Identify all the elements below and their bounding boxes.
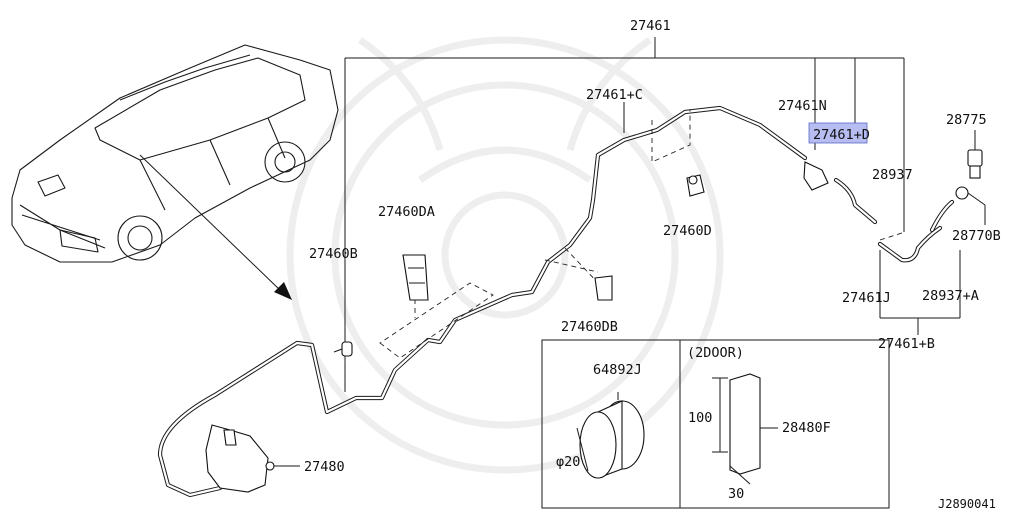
- car-illustration: [11, 44, 339, 263]
- inset-variant-label: (2DOOR): [687, 345, 744, 361]
- dim-diameter: φ20: [556, 454, 580, 470]
- callout-27460db: 27460DB: [561, 319, 618, 335]
- part-27461J-joint: [877, 225, 943, 263]
- callout-highlight: [808, 122, 868, 144]
- part-28770B-grommet: [955, 186, 986, 225]
- callout-28937-a: 28937+A: [922, 288, 979, 304]
- part-27460D-clip: [686, 174, 705, 197]
- callout-27460d: 27460D: [663, 223, 712, 239]
- part-28480F-pad: [712, 373, 778, 485]
- callout-27460da: 27460DA: [378, 204, 435, 220]
- callout-27461n: 27461N: [778, 98, 827, 114]
- part-28775-nozzle: [967, 130, 983, 179]
- callout-27461-c: 27461+C: [586, 87, 643, 103]
- callout-27461-d: 27461+D: [813, 127, 870, 143]
- callout-27461-b: 27461+B: [878, 336, 935, 352]
- callout-28770b: 28770B: [952, 228, 1001, 244]
- callout-28775: 28775: [946, 112, 987, 128]
- bracket-27461B: [879, 250, 961, 335]
- callout-28480f: 28480F: [782, 420, 831, 436]
- part-64892J-disc: [576, 392, 645, 479]
- watermark-emblem: [286, 36, 724, 474]
- washer-hose-route: [157, 105, 808, 498]
- callout-27461j: 27461J: [842, 290, 891, 306]
- part-28937-hose: [929, 199, 955, 233]
- part-27460B-grommet: [333, 341, 353, 357]
- dim-height: 100: [688, 410, 712, 426]
- callout-27461: 27461: [630, 18, 671, 34]
- part-27460DB-clip: [594, 275, 613, 301]
- part-27480-tank: [205, 424, 300, 493]
- callout-27460b: 27460B: [309, 246, 358, 262]
- location-arrow: [139, 154, 292, 300]
- dashed-references: [344, 110, 906, 392]
- callout-64892j: 64892J: [593, 362, 642, 378]
- callout-27480: 27480: [304, 459, 345, 475]
- callout-28937: 28937: [872, 167, 913, 183]
- part-27460DA-clip: [402, 254, 429, 301]
- inset-box: [541, 339, 890, 509]
- diagram-code: J2890041: [938, 497, 996, 511]
- part-27461D-hose: [833, 177, 878, 225]
- part-27461N-check-valve: [803, 161, 829, 191]
- dim-width: 30: [728, 486, 744, 502]
